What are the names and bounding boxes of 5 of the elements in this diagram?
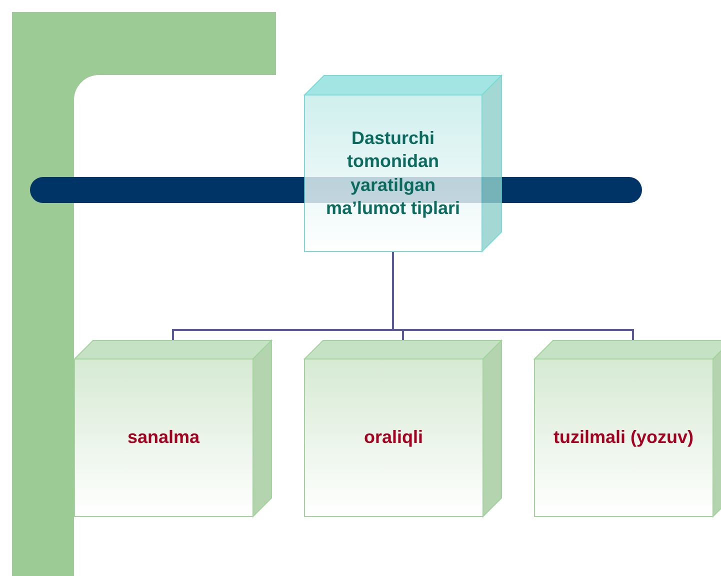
- box-label: tuzilmali (yozuv): [553, 426, 694, 450]
- connector-line: [392, 252, 634, 340]
- box-label: oraliqli: [364, 426, 423, 450]
- box-label: sanalma: [127, 426, 200, 450]
- box-label: Dasturchi tomonidan yaratilgan ma’lumot tiplari: [324, 126, 461, 220]
